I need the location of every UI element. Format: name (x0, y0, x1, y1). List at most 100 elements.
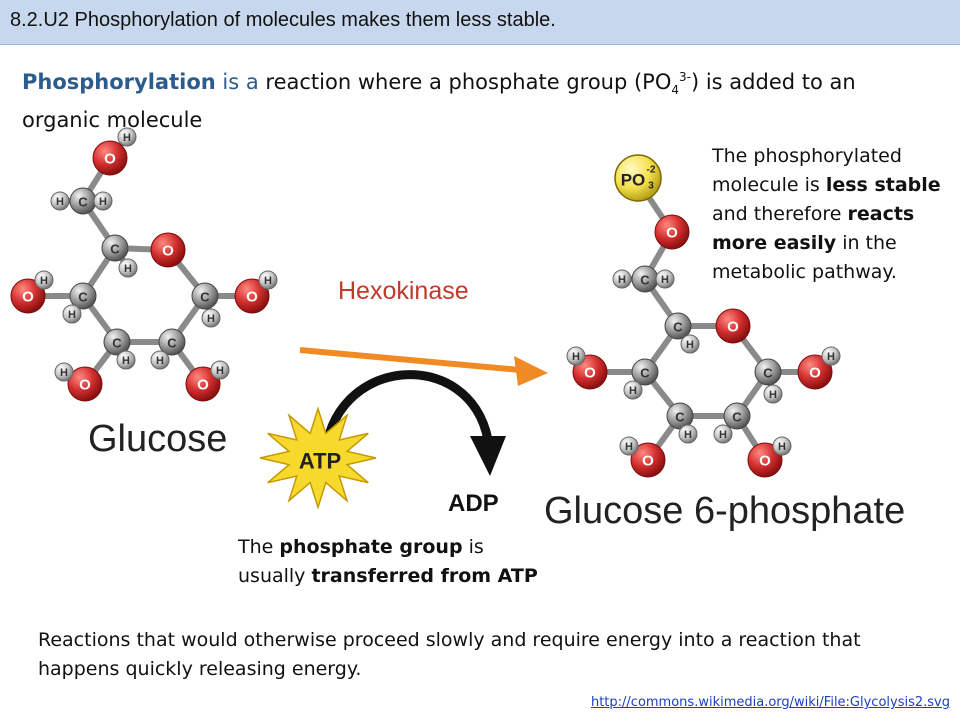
svg-text:O: O (727, 319, 739, 336)
atom-h: H (117, 127, 137, 147)
hexokinase-label: Hexokinase (338, 277, 469, 305)
atom-h: H (566, 346, 586, 366)
glucose-label: Glucose (88, 418, 228, 460)
g6p-label: Glucose 6-phosphate (544, 490, 906, 532)
svg-text:O: O (642, 453, 654, 470)
svg-text:O: O (79, 377, 91, 394)
atom-o4: O (10, 278, 46, 314)
enzyme-arrow-shaft (299, 347, 521, 373)
atom-o1: O (797, 354, 833, 390)
svg-text:C: C (675, 410, 685, 425)
stability-text-1: The phosphorylated molecule is (712, 145, 902, 196)
atom-h: H (50, 191, 70, 211)
atom-h: H (655, 269, 675, 289)
svg-text:H: H (207, 313, 215, 325)
svg-text:H: H (99, 196, 107, 208)
intro-term: Phosphorylation (22, 70, 216, 94)
svg-text:H: H (216, 365, 224, 377)
svg-text:H: H (661, 274, 669, 286)
atom-o3: O (67, 366, 103, 402)
svg-text:H: H (122, 355, 130, 367)
phosphate-ball (614, 154, 662, 202)
phosphate-sub: 3 (648, 181, 654, 192)
svg-text:C: C (732, 410, 742, 425)
atom-h: H (763, 384, 783, 404)
svg-text:O: O (584, 365, 596, 382)
svg-text:O: O (197, 377, 209, 394)
atom-h: H (116, 350, 136, 370)
atom-h: H (201, 308, 221, 328)
atom-h: H (772, 436, 792, 456)
bottom-summary: Reactions that would otherwise proceed s… (38, 629, 861, 680)
adp-label: ADP (448, 490, 499, 517)
svg-text:C: C (763, 366, 773, 381)
stability-text-3: in the metabolic pathway. (712, 232, 897, 283)
svg-text:C: C (200, 290, 210, 305)
atom-c5: C (664, 312, 692, 340)
svg-text:O: O (759, 453, 771, 470)
atp-star (259, 406, 377, 510)
svg-text:C: C (112, 336, 122, 351)
svg-text:H: H (68, 309, 76, 321)
phosphate-po: PO (621, 171, 646, 190)
svg-text:C: C (640, 366, 650, 381)
svg-text:O: O (809, 365, 821, 382)
atp-bold-1: phosphate group (279, 536, 463, 558)
slide-title: 8.2.U2 Phosphorylation of molecules make… (10, 9, 556, 31)
atom-h: H (150, 350, 170, 370)
atom-h: H (713, 424, 733, 444)
stability-bold-2: reacts more easily (712, 203, 915, 254)
source-link[interactable]: http://commons.wikimedia.org/wiki/File:G… (590, 695, 950, 710)
atom-h: H (258, 270, 278, 290)
svg-text:C: C (640, 273, 650, 288)
svg-text:O: O (666, 225, 678, 242)
atom-o2: O (185, 366, 221, 402)
svg-text:H: H (124, 263, 132, 275)
svg-text:O: O (162, 243, 174, 260)
atp-note: The phosphate group is usually transferr… (238, 533, 538, 591)
svg-text:H: H (60, 367, 68, 379)
svg-text:C: C (110, 242, 120, 257)
atom-h: H (678, 424, 698, 444)
atom-h: H (118, 258, 138, 278)
svg-text:H: H (40, 275, 48, 287)
svg-text:H: H (778, 441, 786, 453)
stability-note: The phosphorylated molecule is less stab… (712, 142, 952, 287)
svg-text:H: H (56, 196, 64, 208)
atom-c2: C (723, 402, 751, 430)
atom-h: H (821, 346, 841, 366)
atom-o3: O (630, 442, 666, 478)
atom-o1: O (234, 278, 270, 314)
svg-text:H: H (769, 389, 777, 401)
svg-text:H: H (629, 385, 637, 397)
svg-text:O: O (246, 289, 258, 306)
svg-text:H: H (686, 339, 694, 351)
intro-text-1: reaction where a phosphate group (PO (265, 70, 672, 94)
intro-text-2: ) is added to an organic molecule (22, 70, 856, 133)
svg-text:H: H (684, 429, 692, 441)
intro-definition: Phosphorylation is a reaction where a ph… (22, 62, 922, 135)
atom-o6: O (654, 214, 690, 250)
atom-o6: O (92, 140, 128, 176)
atom-c1: C (191, 282, 219, 310)
formula-superscript: 3- (679, 70, 691, 84)
atom-ring-o: O (715, 308, 751, 344)
svg-text:C: C (78, 195, 88, 210)
atom-c1: C (754, 358, 782, 386)
svg-text:H: H (123, 132, 131, 144)
atp-bold-2: transferred from ATP (311, 565, 538, 587)
atom-c6: C (69, 187, 97, 215)
slide-header: 8.2.U2 Phosphorylation of molecules make… (0, 0, 960, 45)
svg-text:H: H (827, 351, 835, 363)
atom-h: H (54, 362, 74, 382)
svg-text:H: H (625, 441, 633, 453)
svg-text:H: H (264, 275, 272, 287)
atom-c3: C (103, 328, 131, 356)
svg-text:C: C (78, 290, 88, 305)
atom-h: H (623, 380, 643, 400)
intro-is-a: is a (222, 70, 259, 94)
atom-h: H (34, 270, 54, 290)
atom-h: H (93, 191, 113, 211)
